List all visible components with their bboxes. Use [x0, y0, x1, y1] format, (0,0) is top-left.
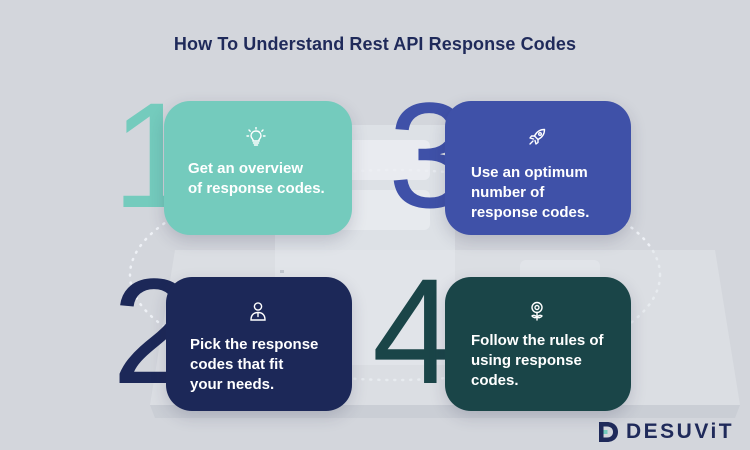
step-4-number: 4 — [372, 247, 456, 415]
step-3-text-line-1: Use an optimum — [471, 164, 588, 181]
step-2-card: Pick the response codes that fit your ne… — [166, 277, 352, 411]
flower-icon — [531, 301, 543, 321]
desuvit-logo-icon — [599, 422, 618, 442]
step-2-text-line-2: codes that fit — [190, 356, 284, 373]
step-1-text-line-1: Get an overview — [188, 160, 304, 177]
step-4-card: Follow the rules of using response codes… — [445, 277, 631, 411]
step-1-text-line-2: of response codes. — [188, 180, 325, 197]
brand-name: DESUViT — [626, 420, 735, 443]
step-3-card: Use an optimum number of response codes. — [445, 101, 631, 235]
step-3-text-line-2: number of — [471, 184, 545, 201]
step-2-text-line-1: Pick the response — [190, 336, 319, 353]
step-4-text-line-2: using response — [471, 352, 582, 369]
person-icon — [250, 302, 266, 321]
brand-logo: DESUViT — [596, 420, 734, 444]
step-1-card: Get an overview of response codes. — [164, 101, 352, 235]
step-3-text-line-3: response codes. — [471, 204, 590, 221]
step-4-text-line-1: Follow the rules of — [471, 332, 604, 349]
page-title: How To Understand Rest API Response Code… — [173, 34, 577, 54]
rocket-icon — [529, 128, 546, 145]
step-4-text-line-3: codes. — [471, 372, 519, 389]
lightbulb-icon — [246, 127, 266, 146]
step-2-text-line-3: your needs. — [190, 376, 275, 393]
